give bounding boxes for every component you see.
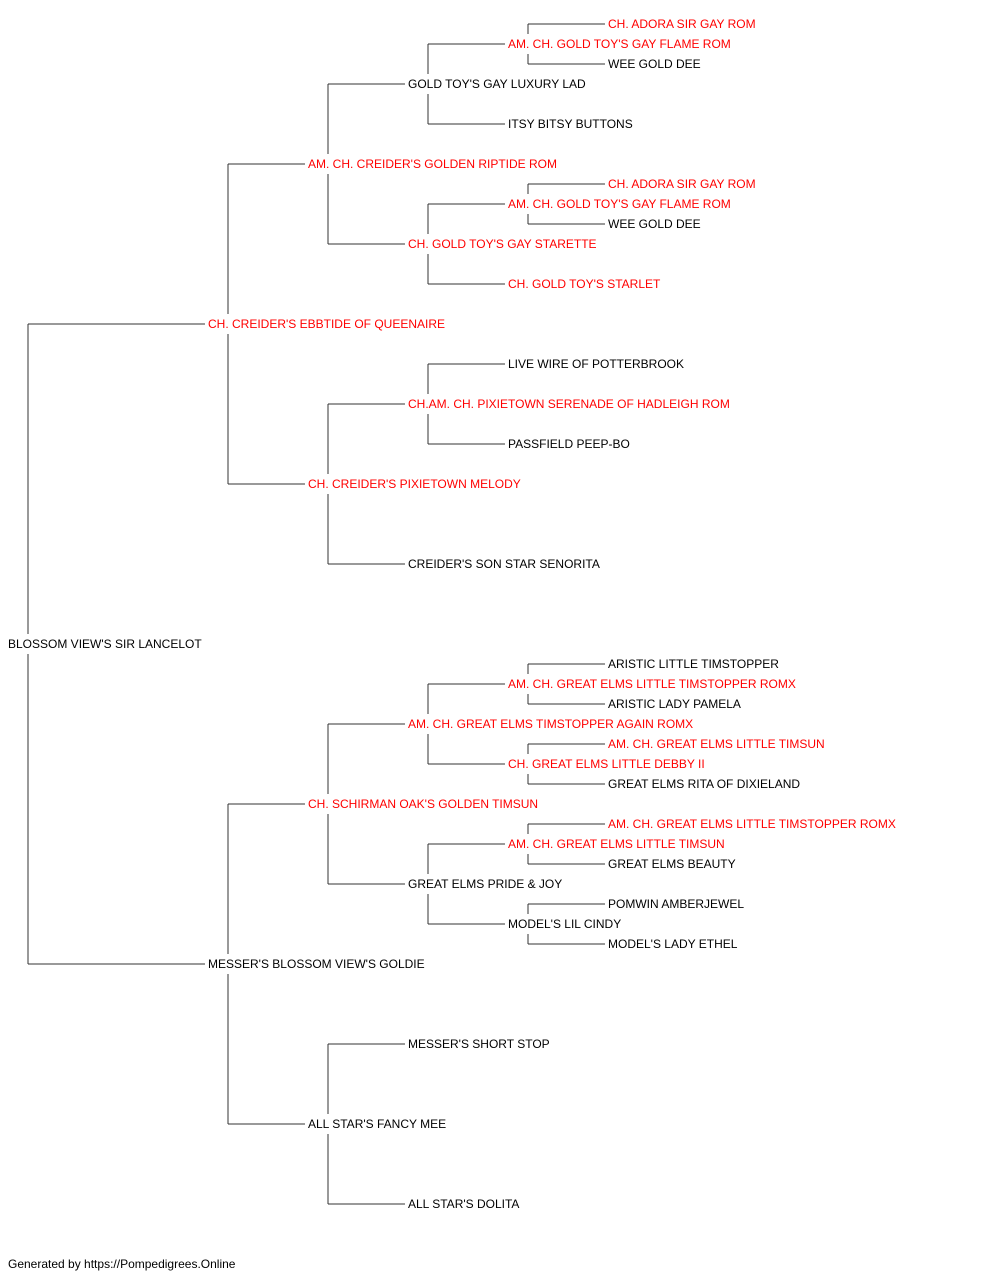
pedigree-entry-sdd: CREIDER'S SON STAR SENORITA bbox=[408, 557, 600, 571]
pedigree-entry-dd: ALL STAR'S FANCY MEE bbox=[308, 1117, 446, 1131]
pedigree-entry-dsddd: MODEL'S LADY ETHEL bbox=[608, 937, 738, 951]
pedigree-entry-dssd: CH. GREAT ELMS LITTLE DEBBY II bbox=[508, 757, 705, 771]
pedigree-entry-ss: AM. CH. CREIDER'S GOLDEN RIPTIDE ROM bbox=[308, 157, 557, 171]
generated-by-footer: Generated by https://Pompedigrees.Online bbox=[8, 1257, 236, 1271]
pedigree-entry-sssss: CH. ADORA SIR GAY ROM bbox=[608, 17, 756, 31]
pedigree-entry-d: MESSER'S BLOSSOM VIEW'S GOLDIE bbox=[208, 957, 425, 971]
pedigree-entry-dsss: AM. CH. GREAT ELMS LITTLE TIMSTOPPER ROM… bbox=[508, 677, 796, 691]
pedigree-entry-ssdss: CH. ADORA SIR GAY ROM bbox=[608, 177, 756, 191]
pedigree-entry-ssdd: CH. GOLD TOY'S STARLET bbox=[508, 277, 661, 291]
pedigree-entry-sdsd: PASSFIELD PEEP-BO bbox=[508, 437, 630, 451]
pedigree-entry-dsssd: ARISTIC LADY PAMELA bbox=[608, 697, 741, 711]
pedigree-entry-ssdsd: WEE GOLD DEE bbox=[608, 217, 701, 231]
pedigree-entry-dsdd: MODEL'S LIL CINDY bbox=[508, 917, 621, 931]
pedigree-entry-sss: GOLD TOY'S GAY LUXURY LAD bbox=[408, 77, 586, 91]
pedigree-entry-ssd: CH. GOLD TOY'S GAY STARETTE bbox=[408, 237, 597, 251]
pedigree-entry-dsdds: POMWIN AMBERJEWEL bbox=[608, 897, 744, 911]
pedigree-entry-dsd: GREAT ELMS PRIDE & JOY bbox=[408, 877, 562, 891]
pedigree-entry-dssss: ARISTIC LITTLE TIMSTOPPER bbox=[608, 657, 779, 671]
pedigree-entry-ssds: AM. CH. GOLD TOY'S GAY FLAME ROM bbox=[508, 197, 731, 211]
pedigree-entry-dsdsd: GREAT ELMS BEAUTY bbox=[608, 857, 736, 871]
pedigree-entry-sssd: ITSY BITSY BUTTONS bbox=[508, 117, 633, 131]
pedigree-entry-dssdd: GREAT ELMS RITA OF DIXIELAND bbox=[608, 777, 800, 791]
pedigree-entry-ssss: AM. CH. GOLD TOY'S GAY FLAME ROM bbox=[508, 37, 731, 51]
pedigree-entry-dsdss: AM. CH. GREAT ELMS LITTLE TIMSTOPPER ROM… bbox=[608, 817, 896, 831]
pedigree-entry-ddd: ALL STAR'S DOLITA bbox=[408, 1197, 519, 1211]
pedigree-entry-dssds: AM. CH. GREAT ELMS LITTLE TIMSUN bbox=[608, 737, 825, 751]
pedigree-entry-sdss: LIVE WIRE OF POTTERBROOK bbox=[508, 357, 684, 371]
pedigree-entry-dds: MESSER'S SHORT STOP bbox=[408, 1037, 550, 1051]
pedigree-entry-sd: CH. CREIDER'S PIXIETOWN MELODY bbox=[308, 477, 521, 491]
pedigree-entry-ssssd: WEE GOLD DEE bbox=[608, 57, 701, 71]
pedigree-entry-dsds: AM. CH. GREAT ELMS LITTLE TIMSUN bbox=[508, 837, 725, 851]
pedigree-entry-dss: AM. CH. GREAT ELMS TIMSTOPPER AGAIN ROMX bbox=[408, 717, 693, 731]
pedigree-entry-ds: CH. SCHIRMAN OAK'S GOLDEN TIMSUN bbox=[308, 797, 538, 811]
pedigree-entry-sds: CH.AM. CH. PIXIETOWN SERENADE OF HADLEIG… bbox=[408, 397, 730, 411]
pedigree-entry-subject: BLOSSOM VIEW'S SIR LANCELOT bbox=[8, 637, 202, 651]
pedigree-entry-s: CH. CREIDER'S EBBTIDE OF QUEENAIRE bbox=[208, 317, 445, 331]
